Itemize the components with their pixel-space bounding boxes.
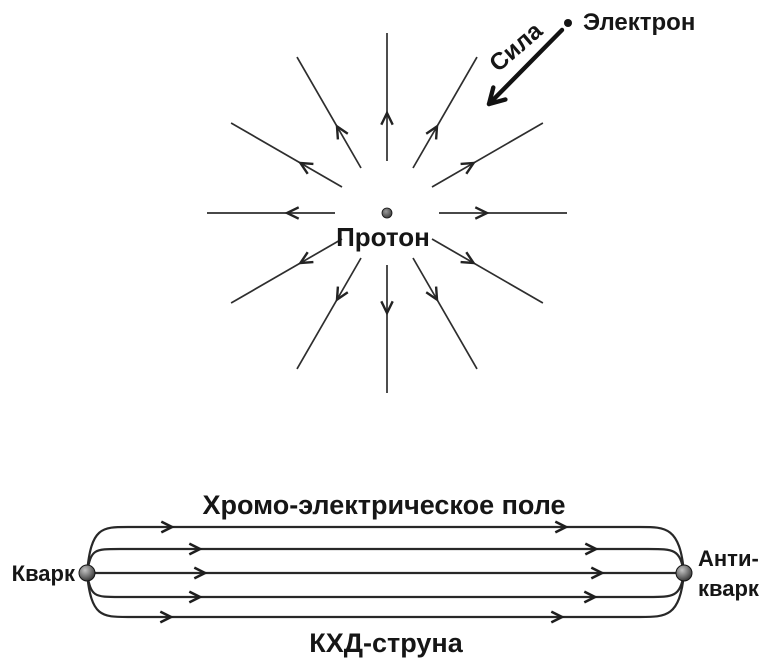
field-arrowhead xyxy=(380,300,394,316)
force-arrow-shaft xyxy=(486,27,565,107)
field-line xyxy=(230,122,343,188)
electron-dot xyxy=(564,19,572,27)
field-arrowhead xyxy=(335,124,349,140)
chromo-field-title: Хромо-электрическое поле xyxy=(202,490,565,520)
electron-label: Электрон xyxy=(583,9,695,36)
force-arrowhead xyxy=(486,85,508,107)
field-line xyxy=(431,238,544,304)
proton-label: Протон xyxy=(336,222,430,252)
string-arrowhead xyxy=(188,590,203,604)
field-line xyxy=(412,56,478,169)
qcd-string-caption: КХД-струна xyxy=(309,628,463,658)
field-arrowhead xyxy=(335,286,349,302)
string-arrowhead xyxy=(160,520,175,534)
antiquark-label-line2: кварк xyxy=(698,576,760,601)
string-arrowhead xyxy=(159,610,174,624)
quark-label: Кварк xyxy=(12,561,76,586)
antiquark-dot xyxy=(675,564,693,582)
string-field-line xyxy=(85,572,686,599)
string-arrowhead xyxy=(188,542,203,556)
proton-dot xyxy=(381,207,393,219)
field-arrowhead xyxy=(425,286,439,302)
string-arrowhead xyxy=(590,566,605,580)
string-arrowhead xyxy=(193,566,208,580)
string-arrowhead xyxy=(583,590,598,604)
field-arrowhead xyxy=(298,161,314,175)
field-line xyxy=(431,122,544,188)
string-field-line xyxy=(85,572,686,619)
string-arrowhead xyxy=(550,610,565,624)
field-arrowhead xyxy=(425,124,439,140)
force-arrow xyxy=(486,27,565,107)
qcd-field-lines xyxy=(85,520,686,624)
string-field-line xyxy=(85,525,686,574)
field-line xyxy=(412,257,478,370)
quark-dot xyxy=(78,564,96,582)
field-arrowhead xyxy=(380,110,394,126)
field-arrowhead xyxy=(460,251,476,265)
proton-field-lines xyxy=(207,33,567,393)
field-line xyxy=(230,238,343,304)
field-line xyxy=(296,257,362,370)
field-arrowhead xyxy=(284,206,300,220)
force-label: Сила xyxy=(484,17,548,78)
field-arrowhead xyxy=(474,206,490,220)
antiquark-label-line1: Анти- xyxy=(698,546,759,571)
string-arrowhead xyxy=(584,542,599,556)
field-line xyxy=(296,56,362,169)
string-field-line xyxy=(85,547,686,574)
field-arrowhead xyxy=(460,161,476,175)
field-arrowhead xyxy=(298,251,314,265)
string-arrowhead xyxy=(554,520,569,534)
